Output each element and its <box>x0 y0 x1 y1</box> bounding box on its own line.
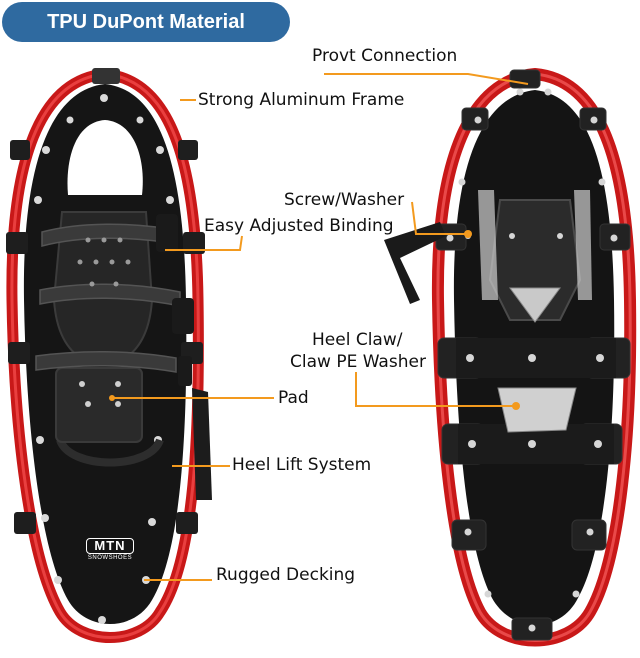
toe-claw <box>509 287 561 323</box>
brand-logo-sub: SNOWSHOES <box>87 555 133 561</box>
brand-logo-mark: MTN <box>86 538 134 554</box>
leader-lines <box>112 73 529 581</box>
label-screw-washer: Screw/Washer <box>284 190 405 210</box>
leader-binding <box>165 235 243 251</box>
label-heel-claw-line2: Claw PE Washer <box>290 352 426 372</box>
left-snowshoe <box>6 68 212 643</box>
left-pad <box>55 367 143 443</box>
leader-provt <box>324 73 529 85</box>
label-rugged-decking: Rugged Decking <box>216 565 356 585</box>
label-heel-claw-line1: Heel Claw/ <box>312 330 403 350</box>
label-easy-adjusted-binding: Easy Adjusted Binding <box>204 216 394 236</box>
label-heel-lift-system: Heel Lift System <box>232 455 372 475</box>
material-badge: TPU DuPont Material <box>2 2 290 42</box>
label-provt-connection: Provt Connection <box>312 46 458 66</box>
brand-logo: MTN SNOWSHOES <box>86 538 134 561</box>
heel-claw <box>497 387 577 433</box>
leader-heel-claw <box>355 372 516 407</box>
label-pad: Pad <box>278 388 309 408</box>
label-strong-aluminum-frame: Strong Aluminum Frame <box>198 90 405 110</box>
leader-screw <box>411 201 468 235</box>
right-snowshoe <box>384 67 637 647</box>
